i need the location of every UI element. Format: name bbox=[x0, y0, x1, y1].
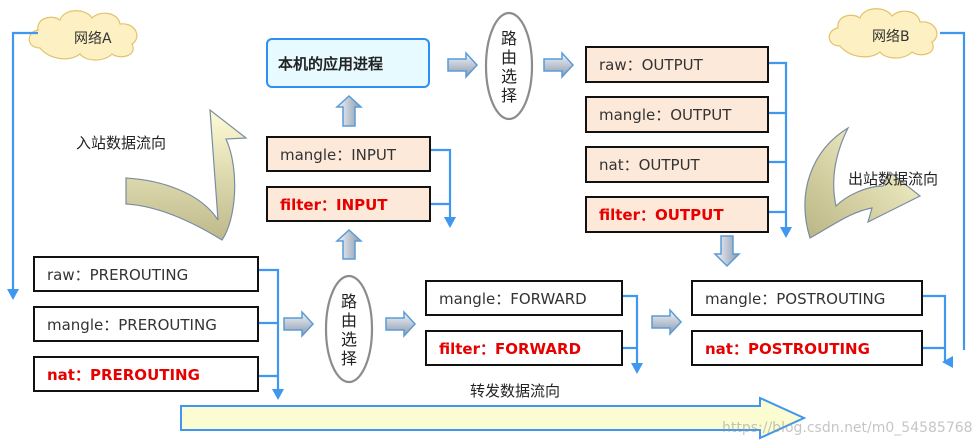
cloud-right-icon bbox=[828, 8, 938, 59]
outbound-curve-arrow bbox=[804, 126, 922, 239]
inbound-flow-label: 入站数据流向 bbox=[76, 134, 167, 152]
chain-mangle-prerouting: mangle：PREROUTING bbox=[33, 306, 259, 342]
chain-mangle-forward: mangle：FORWARD bbox=[425, 280, 623, 316]
routing-oval-top bbox=[484, 11, 534, 121]
routing-oval-bottom bbox=[324, 274, 374, 384]
outbound-flow-label: 出站数据流向 bbox=[848, 170, 939, 188]
chain-nat-output: nat：OUTPUT bbox=[585, 146, 769, 183]
forward-big-arrow bbox=[180, 396, 807, 440]
cloud-left-icon bbox=[28, 10, 138, 61]
chain-nat-postrouting: nat：POSTROUTING bbox=[691, 330, 923, 366]
chain-nat-prerouting: nat：PREROUTING bbox=[33, 356, 259, 392]
chain-filter-input: filter：INPUT bbox=[266, 186, 431, 222]
local-application-box: 本机的应用进程 bbox=[266, 38, 430, 88]
chain-filter-output: filter：OUTPUT bbox=[585, 196, 769, 233]
chain-raw-prerouting: raw：PREROUTING bbox=[33, 256, 259, 292]
chain-mangle-postrouting: mangle：POSTROUTING bbox=[691, 280, 923, 316]
chain-mangle-output: mangle：OUTPUT bbox=[585, 96, 769, 133]
network-a-label: 网络A bbox=[74, 31, 112, 47]
routing-label-bottom: 路由选择 bbox=[340, 292, 357, 368]
watermark: https://blog.csdn.net/m0_54585768 bbox=[722, 420, 973, 436]
chain-raw-output: raw：OUTPUT bbox=[585, 46, 769, 83]
flow-lines bbox=[11, 31, 966, 392]
flow-arrowheads bbox=[7, 217, 953, 400]
network-b-label: 网络B bbox=[872, 29, 910, 45]
inbound-curve-arrow bbox=[125, 108, 248, 241]
chain-mangle-input: mangle：INPUT bbox=[266, 136, 431, 172]
block-arrows bbox=[283, 51, 741, 338]
chain-filter-forward: filter：FORWARD bbox=[425, 330, 623, 366]
forward-flow-label: 转发数据流向 bbox=[470, 382, 561, 400]
routing-label-top: 路由选择 bbox=[500, 29, 517, 105]
